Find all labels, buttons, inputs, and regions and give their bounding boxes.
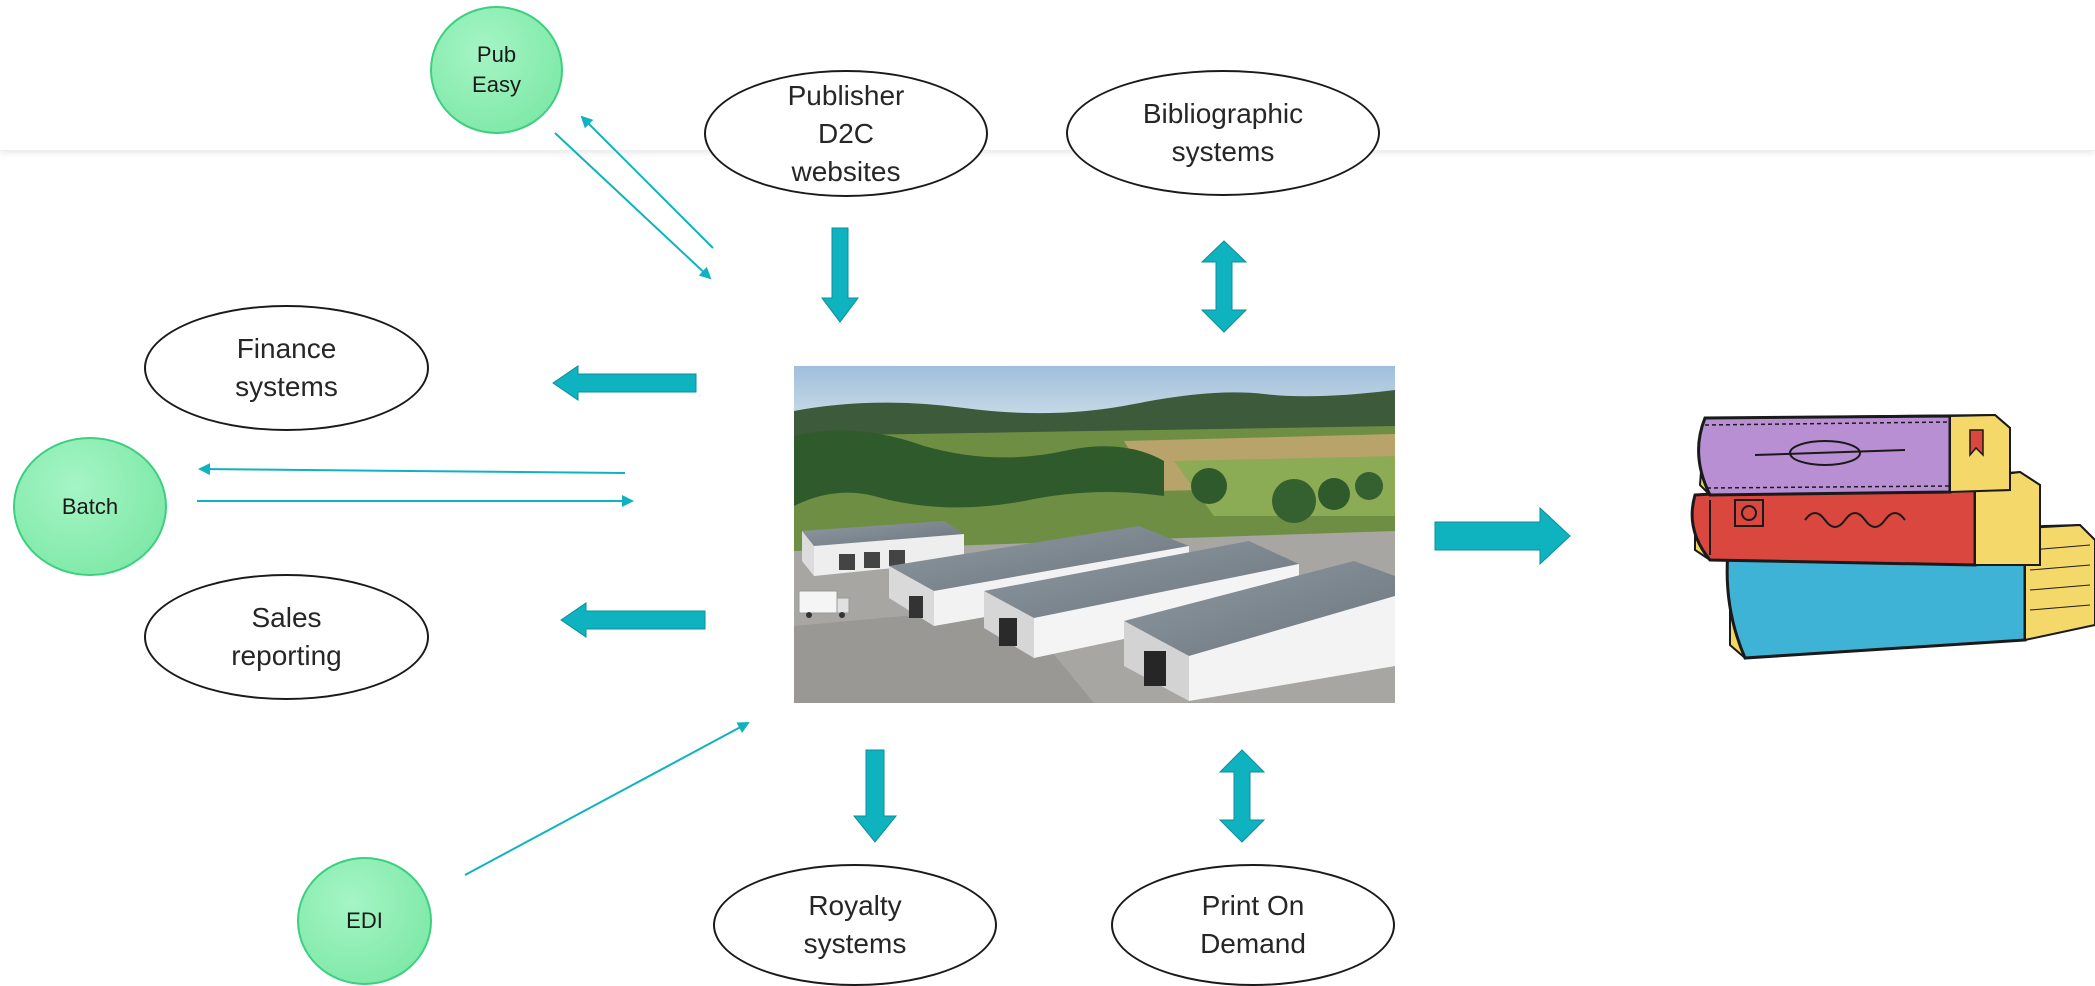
bibliographic-double-arrow: [1200, 240, 1248, 333]
edi-node: EDI: [297, 857, 432, 985]
print-on-demand-double-arrow: [1218, 749, 1266, 843]
print-on-demand-node: Print On Demand: [1111, 864, 1395, 986]
warehouse-illustration: [794, 366, 1395, 703]
book-stack-illustration: [1685, 400, 2095, 670]
top-band: [0, 0, 2095, 151]
book-stack-svg: [1690, 413, 2095, 660]
finance-left-arrow: [552, 365, 697, 401]
batch-node: Batch: [13, 437, 167, 576]
warehouse-photo: [794, 366, 1395, 703]
sales-reporting-node: Sales reporting: [144, 574, 429, 700]
bibliographic-systems-node: Bibliographic systems: [1066, 70, 1380, 196]
pub-easy-outbound-arrow: [554, 132, 712, 280]
sales-reporting-left-arrow: [560, 602, 706, 638]
publisher-d2c-node: Publisher D2C websites: [704, 70, 988, 197]
edi-arrow: [464, 722, 750, 876]
finance-systems-node: Finance systems: [144, 305, 429, 431]
royalty-down-arrow: [852, 749, 898, 843]
pub-easy-inbound-arrow: [580, 115, 714, 249]
publisher-d2c-down-arrow: [821, 227, 859, 323]
output-right-arrow: [1434, 506, 1571, 566]
pub-easy-node: Pub Easy: [430, 6, 563, 134]
royalty-systems-node: Royalty systems: [713, 864, 997, 986]
batch-inbound-arrow: [198, 463, 626, 476]
